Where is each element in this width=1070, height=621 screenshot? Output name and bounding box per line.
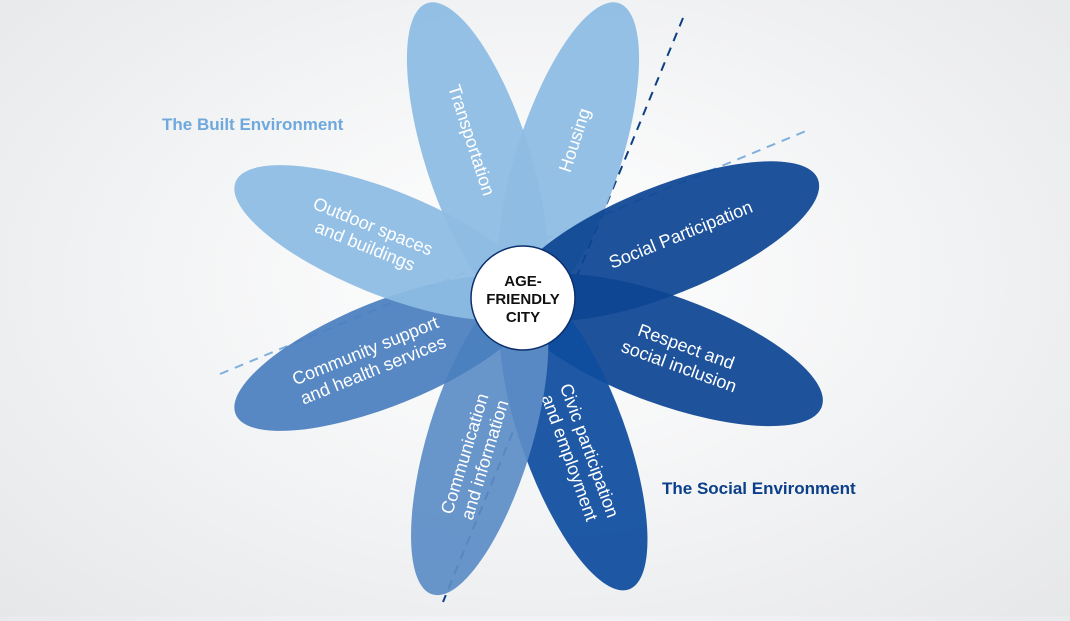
petal-housing: Housing <box>498 2 640 313</box>
petal-shape <box>234 165 538 321</box>
center-label: AGE- <box>504 273 542 290</box>
social-environment-label: The Social Environment <box>662 479 856 498</box>
petal-shape <box>411 283 549 596</box>
center-label: CITY <box>506 309 540 326</box>
center-circle-shape <box>470 245 576 351</box>
petal-shape <box>508 273 823 427</box>
center-label: FRIENDLY <box>486 291 560 308</box>
petal-shape <box>498 2 640 313</box>
built-environment-label: The Built Environment <box>162 115 344 134</box>
